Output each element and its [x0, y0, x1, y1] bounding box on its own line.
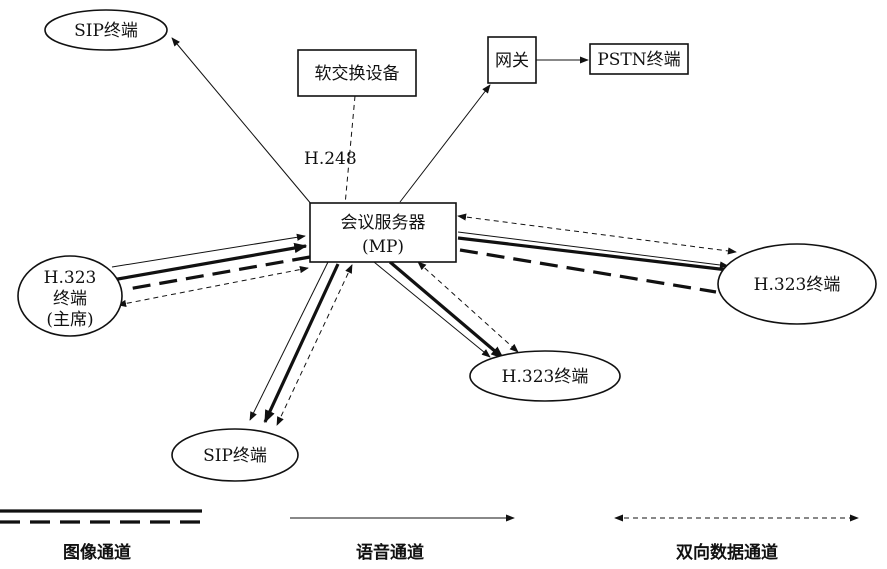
- h323-chair-label-3: (主席): [46, 310, 93, 330]
- data-line-bottom: [417, 261, 519, 353]
- softswitch-label: 软交换设备: [315, 64, 400, 84]
- image-line-bottom-solid: [388, 260, 505, 360]
- h323-chair-terminal: H.323 终端 (主席): [17, 255, 123, 337]
- sip-terminal-top: SIP终端: [44, 9, 168, 51]
- h248-label: H.248: [304, 149, 357, 169]
- h323-bottom-label: H.323终端: [502, 367, 589, 387]
- voice-line-sip-top: [171, 37, 313, 206]
- data-line-softswitch: [344, 95, 356, 206]
- sip-bottom-label: SIP终端: [203, 446, 267, 466]
- conference-server-sublabel: (MP): [362, 237, 404, 257]
- h323-chair-label-2: 终端: [53, 289, 87, 309]
- image-channels: [111, 236, 729, 424]
- image-line-sip-solid: [263, 263, 340, 424]
- image-line-right-dashed: [459, 248, 717, 294]
- voice-line-chair: [111, 233, 306, 268]
- h323-right-label: H.323终端: [754, 275, 841, 295]
- conference-server-box: 会议服务器 (MP): [309, 202, 457, 263]
- legend-image-channel-label: 图像通道: [63, 543, 131, 563]
- conference-server-label: 会议服务器: [341, 213, 426, 233]
- data-channels: [117, 95, 737, 426]
- gateway-box: 网关: [487, 36, 537, 84]
- pstn-label: PSTN终端: [597, 50, 680, 70]
- image-line-right-solid: [457, 236, 729, 272]
- voice-line-bottom: [373, 261, 491, 358]
- legend: [0, 509, 859, 524]
- gateway-label: 网关: [495, 51, 529, 71]
- legend-voice-channel-label: 语音通道: [356, 543, 424, 563]
- legend-data-channel-label: 双向数据通道: [676, 543, 778, 563]
- h323-chair-label-1: H.323: [44, 268, 97, 288]
- h323-terminal-right: H.323终端: [717, 243, 877, 325]
- sip-terminal-top-label: SIP终端: [74, 21, 138, 41]
- pstn-box: PSTN终端: [589, 43, 689, 75]
- voice-line-right: [457, 231, 729, 269]
- data-line-right: [457, 213, 737, 255]
- data-line-sip-bottom: [276, 264, 353, 426]
- softswitch-box: 软交换设备: [297, 49, 417, 97]
- voice-line-gateway: [399, 84, 491, 203]
- h323-terminal-bottom: H.323终端: [469, 350, 621, 402]
- sip-terminal-bottom: SIP终端: [171, 428, 299, 482]
